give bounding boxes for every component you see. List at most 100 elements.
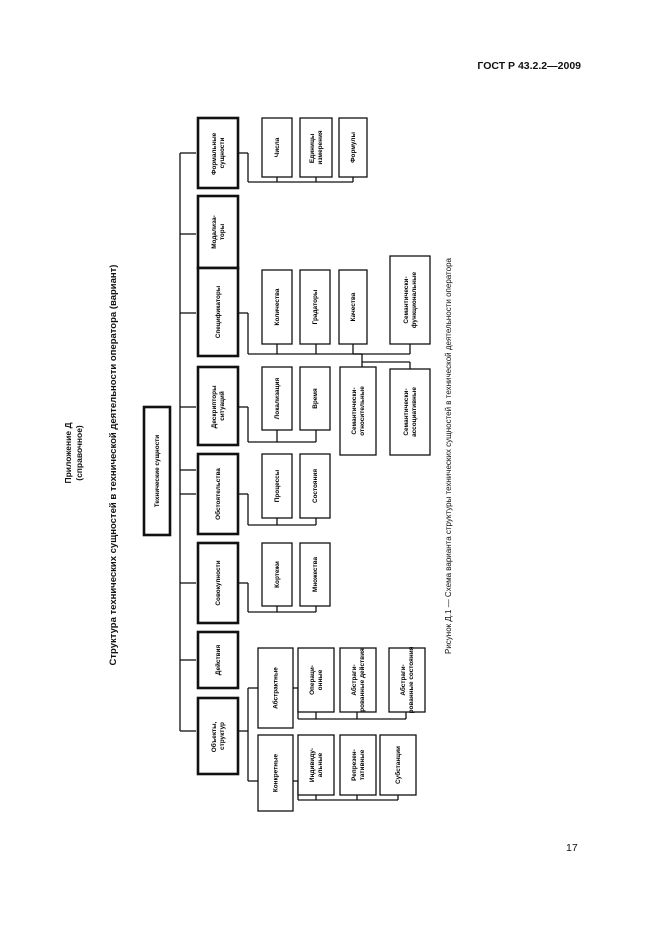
node-quantities-box <box>261 269 293 345</box>
node-abstract: Абстрактные <box>257 647 294 729</box>
node-concrete: Конкретные <box>257 734 294 812</box>
node-semantic-relative-label: Семантически-относительные <box>351 386 366 436</box>
node-numbers-box <box>261 117 293 178</box>
node-processes-label: Процессы <box>274 469 281 502</box>
node-time-box <box>299 366 331 431</box>
connector-lines <box>179 152 411 801</box>
node-actions-box <box>196 630 240 690</box>
node-quantities-label: Количества <box>274 288 281 325</box>
node-abstracted-states-box <box>388 647 426 713</box>
node-tuples-box <box>261 542 293 607</box>
node-localization-label: Локализация <box>274 378 281 420</box>
root-box <box>142 405 172 537</box>
node-circumstances-box <box>196 452 240 536</box>
node-sets: Множества <box>299 542 331 607</box>
standard-code: ГОСТ Р 43.2.2—2009 <box>477 60 581 72</box>
node-units-box <box>299 117 333 178</box>
node-numbers: Числа <box>261 117 293 178</box>
node-sets-box <box>299 542 331 607</box>
node-formal-entities: Формальные сущности <box>196 116 240 190</box>
node-states-label: Состояния <box>312 469 319 503</box>
node-operational-label: Операци-онные <box>309 665 324 695</box>
node-modalizers: Модализа-торы <box>196 194 240 270</box>
node-representative: Репрезен-тативные <box>339 734 377 796</box>
node-semantic-relative: Семантически-относительные <box>339 366 377 456</box>
page-number: 17 <box>566 842 578 854</box>
node-objects: Объекты, структур <box>196 696 240 776</box>
node-semantic-relative-box <box>339 366 377 456</box>
node-abstracted-states-label: Абстраги-рованные состояния <box>399 646 415 713</box>
node-individual: Индивиду-альные <box>297 734 335 796</box>
node-states-box <box>299 453 331 519</box>
node-qualities-label: Качества <box>350 292 357 321</box>
node-substances: Субстанции <box>379 734 417 796</box>
node-abstracted-actions-label: Абстраги-рованные действия <box>350 648 366 712</box>
node-specificators-label: Спецификаторы <box>215 285 222 338</box>
node-individual-label: Индивиду-альные <box>309 748 324 782</box>
node-situation-descriptors: Дескрипторы ситуаций <box>196 365 240 447</box>
node-representative-box <box>339 734 377 796</box>
root: Технические сущности <box>142 405 172 537</box>
node-operational-box <box>297 647 335 713</box>
node-localization: Локализация <box>261 366 293 431</box>
diagram-nodes: Технические сущности Формальные сущностиМ… <box>142 116 431 812</box>
node-formulas-box <box>338 117 368 178</box>
node-concrete-label: Конкретные <box>273 753 280 792</box>
node-actions: Действия <box>196 630 240 690</box>
node-units-label: Единицы измерения <box>309 130 324 164</box>
node-sets-label: Множества <box>312 557 319 592</box>
node-substances-label: Субстанции <box>394 746 402 784</box>
node-semantic-functional-label: Семантически-функциональные <box>403 271 418 328</box>
node-tuples-label: Кортежи <box>274 561 281 588</box>
node-formulas: Формулы <box>338 117 368 178</box>
node-modalizers-label: Модализа-торы <box>211 215 226 249</box>
node-abstracted-actions-box <box>339 647 377 713</box>
node-situation-descriptors-box <box>196 365 240 447</box>
node-concrete-box <box>257 734 294 812</box>
node-tuples: Кортежи <box>261 542 293 607</box>
node-semantic-functional-box <box>389 255 431 345</box>
node-time-label: Время <box>312 388 319 409</box>
root-label: Технические сущности <box>154 435 161 507</box>
node-gradations-label: Градаторы <box>312 289 319 324</box>
node-operational: Операци-онные <box>297 647 335 713</box>
node-localization-box <box>261 366 293 431</box>
node-abstract-box <box>257 647 294 729</box>
node-semantic-associative: Семантически-ассоциативные <box>389 368 431 456</box>
node-states: Состояния <box>299 453 331 519</box>
node-qualities: Качества <box>338 269 368 345</box>
node-semantic-functional: Семантически-функциональные <box>389 255 431 345</box>
node-semantic-associative-label: Семантически-ассоциативные <box>403 387 418 437</box>
node-units: Единицы измерения <box>299 117 333 178</box>
node-formal-entities-label: Формальные сущности <box>211 131 226 175</box>
node-aggregates-label: Совокупности <box>215 560 222 605</box>
node-substances-box <box>379 734 417 796</box>
node-individual-box <box>297 734 335 796</box>
node-specificators: Спецификаторы <box>196 266 240 358</box>
node-actions-label: Действия <box>214 645 222 676</box>
node-processes: Процессы <box>261 453 293 519</box>
node-numbers-label: Числа <box>274 137 281 157</box>
node-objects-box <box>196 696 240 776</box>
node-aggregates: Совокупности <box>196 541 240 625</box>
node-circumstances: Обстоятельства <box>196 452 240 536</box>
node-abstract-label: Абстрактные <box>272 667 280 709</box>
node-formulas-label: Формулы <box>350 132 357 163</box>
node-abstracted-states: Абстраги-рованные состояния <box>388 646 426 713</box>
node-gradations-box <box>299 269 331 345</box>
node-formal-entities-box <box>196 116 240 190</box>
node-aggregates-box <box>196 541 240 625</box>
node-gradations: Градаторы <box>299 269 331 345</box>
node-quantities: Количества <box>261 269 293 345</box>
node-processes-box <box>261 453 293 519</box>
node-semantic-associative-box <box>389 368 431 456</box>
node-circumstances-label: Обстоятельства <box>214 468 222 520</box>
node-situation-descriptors-label: Дескрипторы ситуаций <box>211 384 226 429</box>
node-specificators-box <box>196 266 240 358</box>
node-representative-label: Репрезен-тативные <box>351 749 366 781</box>
node-qualities-box <box>338 269 368 345</box>
node-time: Время <box>299 366 331 431</box>
node-objects-label: Объекты, структур <box>210 720 226 752</box>
node-abstracted-actions: Абстраги-рованные действия <box>339 647 377 713</box>
